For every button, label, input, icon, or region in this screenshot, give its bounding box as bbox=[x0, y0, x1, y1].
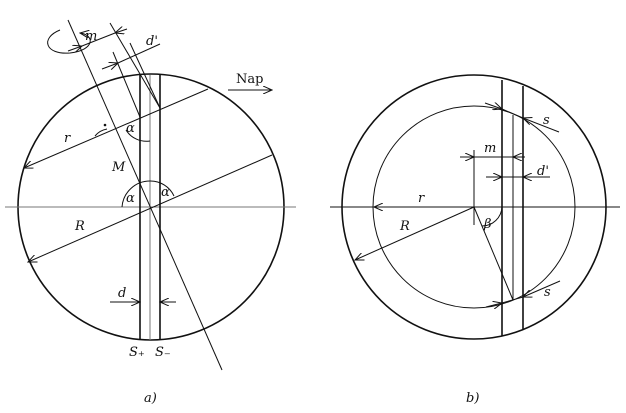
alpha-arc-right bbox=[149, 180, 175, 197]
label-s-top: s bbox=[543, 113, 550, 128]
s-line-bottom bbox=[501, 296, 524, 304]
r-dimension bbox=[24, 88, 209, 168]
R-dimension bbox=[355, 206, 475, 260]
label-r: r bbox=[64, 131, 71, 146]
label-R: R bbox=[399, 219, 410, 234]
label-m: m bbox=[484, 141, 496, 156]
label-beta: β bbox=[483, 217, 492, 232]
ray-line-1 bbox=[109, 22, 161, 109]
s-line-top bbox=[501, 108, 524, 119]
label-s-minus: S₋ bbox=[155, 345, 171, 360]
right-angle-dot bbox=[103, 123, 107, 127]
label-d-prime: d' bbox=[537, 164, 549, 179]
ray-line-2 bbox=[112, 51, 141, 118]
figure-a: m d' Nap r M α α α R d S₊ S₋ a) bbox=[5, 19, 296, 406]
s-arrow-top-left bbox=[484, 103, 502, 109]
label-d-prime: d' bbox=[146, 34, 158, 49]
R-dimension bbox=[28, 154, 273, 262]
dprime-arrow-left bbox=[101, 63, 118, 69]
label-alpha-left: α bbox=[126, 191, 135, 206]
label-s-plus: S₊ bbox=[129, 345, 145, 360]
alpha-arc-left bbox=[121, 180, 151, 208]
s-arrow-top-right bbox=[523, 118, 560, 133]
label-alpha-top: α bbox=[126, 121, 135, 136]
m-arrow-left bbox=[67, 46, 82, 51]
label-r: r bbox=[418, 191, 425, 206]
right-angle-arc bbox=[94, 128, 108, 137]
label-d: d bbox=[118, 286, 126, 301]
caption-a: a) bbox=[144, 391, 157, 406]
beta-arc bbox=[481, 206, 503, 227]
label-m: m bbox=[85, 29, 97, 44]
caption-b: b) bbox=[466, 391, 479, 406]
label-alpha-right: α bbox=[161, 185, 170, 200]
s-arrow-bottom-left bbox=[485, 303, 502, 307]
label-nap: Nap bbox=[236, 72, 263, 87]
inclined-axis bbox=[67, 19, 223, 371]
ray-line-3 bbox=[129, 42, 161, 109]
beta-line bbox=[473, 206, 514, 301]
m-arrow-right bbox=[115, 29, 128, 33]
rotation-arrow-icon bbox=[47, 29, 91, 54]
label-s-bottom: s bbox=[544, 285, 551, 300]
alpha-arc-top bbox=[125, 129, 151, 142]
figure-b: m d' r R β s s b) bbox=[330, 74, 620, 406]
dprime-line bbox=[117, 43, 161, 64]
label-M: M bbox=[111, 160, 126, 175]
m-line bbox=[81, 32, 116, 47]
label-R: R bbox=[74, 219, 85, 234]
s-arrow-bottom-right bbox=[523, 280, 561, 297]
